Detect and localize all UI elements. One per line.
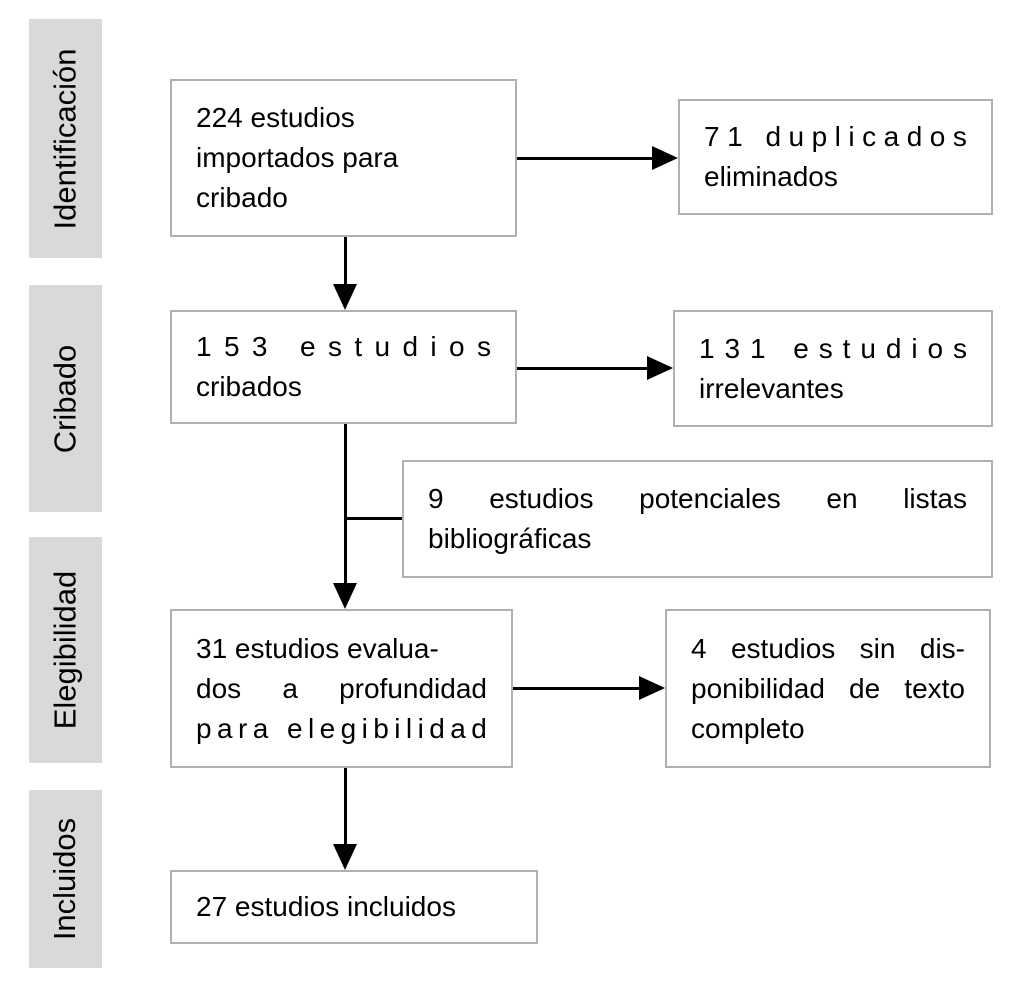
arrow-imported-to-screened [344,237,347,284]
arrowhead-right-icon [652,146,678,170]
box-potential-reference-list-studies: 9 estudios potenciales en listas bibliog… [402,460,993,578]
arrow-assessed-to-included [344,768,347,844]
arrowhead-down-icon [333,844,357,870]
stage-band-incluidos: Incluidos [29,790,102,968]
stage-band-elegibilidad: Elegibilidad [29,537,102,763]
arrow-assessed-to-nofulltext [513,687,639,690]
arrowhead-right-icon [639,676,665,700]
box-included-studies: 27 estudios incluidos [170,870,538,944]
arrow-screened-to-assessed [344,424,347,583]
box-text-line: 4 estudios sin dis- [691,632,965,664]
stage-label-elegibilidad: Elegibilidad [47,570,83,730]
box-no-fulltext: 4 estudios sin dis- ponibilidad de texto… [665,609,991,768]
box-text-line: importados para [196,142,399,173]
box-text-line: 31 estudios evalua- [196,632,439,664]
stage-label-incluidos: Incluidos [47,817,83,941]
box-text-line: bibliográficas [428,523,592,554]
box-text-line: cribados [196,371,302,402]
box-text-line: 27 estudios incluidos [196,891,456,922]
arrow-screened-to-irrelevant [517,367,647,370]
arrowhead-right-icon [647,356,673,380]
box-text-line: ponibilidad de texto [691,672,965,704]
arrow-imported-to-duplicates [517,157,652,160]
stage-label-identificacion: Identificación [47,48,83,229]
box-imported-studies: 224 estudios importados para cribado [170,79,517,237]
connector-potential-to-flow [344,517,402,520]
box-text-line: 224 estudios [196,102,355,133]
stage-band-identificacion: Identificación [29,19,102,258]
box-text-line: cribado [196,182,288,213]
box-text-line: completo [691,712,805,744]
stage-band-cribado: Cribado [29,285,102,512]
box-text-line: 9 estudios potenciales en listas [428,483,967,514]
box-text-line: dos a profundidad [196,672,487,704]
arrowhead-down-icon [333,284,357,310]
arrowhead-down-icon [333,583,357,609]
stage-label-cribado: Cribado [47,344,83,453]
box-text-line: irrelevantes [699,372,844,404]
box-text-line: eliminados [704,161,838,192]
